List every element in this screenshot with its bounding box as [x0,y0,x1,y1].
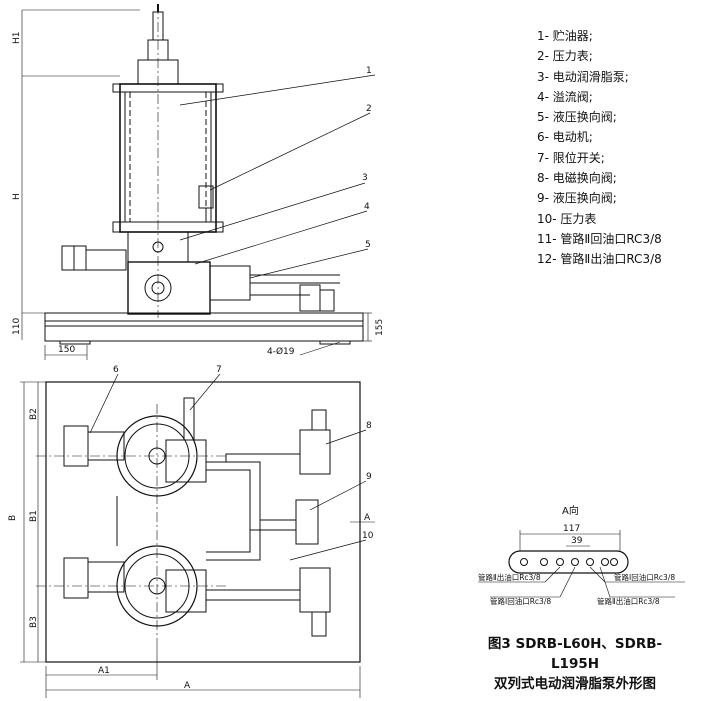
dim-b1: B1 [29,510,39,522]
dim-h1: H1 [12,32,22,45]
dim-h: H [12,193,22,200]
legend-item: 2- 压力表; [537,49,593,64]
callout-2: 2 [366,104,372,114]
parts-legend: 1- 贮油器; 2- 压力表; 3- 电动润滑脂泵; 4- 溢流阀; 5- 液压… [537,26,662,270]
callout-9: 9 [366,472,372,482]
callout-8: 8 [366,421,372,431]
direction-a: A [364,513,371,523]
view-a [478,530,685,598]
callout-1: 1 [366,66,372,76]
dim-b: B [8,515,18,521]
port-label-right-1: 管路Ⅰ回油口Rc3/8 [614,572,675,582]
callout-6: 6 [113,365,119,375]
caption-line-1: 图3 SDRB-L60H、SDRB-L195H [487,636,663,672]
dim-117: 117 [563,524,580,534]
plan-view [20,373,375,698]
port-label-left-2: 管路Ⅰ回油口Rc3/8 [490,596,551,606]
callout-7: 7 [216,365,222,375]
legend-item: 3- 电动润滑脂泵; [537,69,629,84]
port-label-left-1: 管路Ⅱ出油口Rc3/8 [478,572,541,582]
callout-5: 5 [365,240,371,250]
dim-150: 150 [58,345,75,355]
callout-3: 3 [362,173,368,183]
dim-b3: B3 [29,616,39,628]
dim-a: A [184,681,191,691]
dim-39: 39 [571,536,583,546]
callout-10: 10 [362,531,374,541]
legend-item: 12- 管路Ⅱ出油口RC3/8 [537,252,662,267]
front-view [21,4,376,360]
dim-4-19: 4-Ø19 [267,346,295,357]
legend-item: 1- 贮油器; [537,29,593,43]
dim-110: 110 [12,318,22,335]
port-label-right-2: 管路Ⅱ出油口Rc3/8 [597,596,660,606]
legend-item: 9- 液压换向阀; [537,191,617,206]
figure-caption: 图3 SDRB-L60H、SDRB-L195H 双列式电动润滑脂泵外形图 [470,634,680,694]
caption-line-2: 双列式电动润滑脂泵外形图 [494,676,656,692]
legend-item: 8- 电磁换向阀; [537,171,617,186]
view-a-title: A向 [562,504,579,517]
legend-item: 5- 液压换向阀; [537,110,617,125]
legend-item: 6- 电动机; [537,130,593,145]
legend-item: 11- 管路Ⅱ回油口RC3/8 [537,231,662,246]
dim-155: 155 [375,319,385,336]
callout-4: 4 [364,202,370,212]
legend-item: 10- 压力表 [537,211,597,226]
legend-item: 4- 溢流阀; [537,89,593,104]
dim-a1: A1 [98,666,110,676]
legend-item: 7- 限位开关; [537,150,605,165]
dim-b2: B2 [29,408,39,420]
